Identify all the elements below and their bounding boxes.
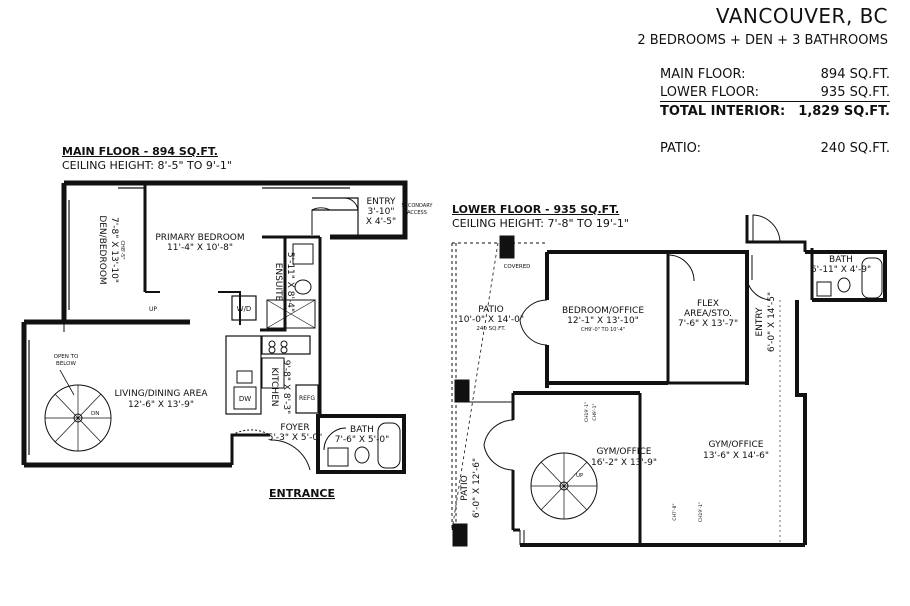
lower-floor-plan [451, 214, 887, 547]
down-label: DN [91, 411, 99, 417]
patio-label: PATIO [478, 305, 504, 315]
foyer-dims: 5'-3" X 5'-0" [268, 433, 323, 443]
below-label: BELOW [56, 361, 76, 367]
main-floor-plan [21, 180, 408, 474]
den-dims: 7'-8" X 13'-10" [109, 217, 119, 283]
kitchen-label: KITCHEN [269, 368, 279, 407]
area-label: PATIO: [660, 141, 702, 156]
area-value: 935 SQ.FT. [820, 85, 890, 100]
kitchen-dims: 9'-8" X 8'-3" [281, 360, 291, 415]
entry-label: ENTRY [366, 197, 396, 207]
access-label: ACCESS [407, 210, 427, 216]
up-label: UP [149, 306, 157, 313]
unit-summary: 2 BEDROOMS + DEN + 3 BATHROOMS [637, 33, 888, 48]
fridge-label: REFG [299, 395, 315, 402]
lower-bath-label: BATH [829, 255, 853, 265]
washer-dryer-label: W/D [237, 305, 252, 313]
bath-dims: 7'-6" X 5'-0" [335, 435, 390, 445]
main-floor-ceiling: CEILING HEIGHT: 8'-5" TO 9'-1" [62, 159, 232, 172]
lower-entry-dims: 6'-0" X 14'-5" [767, 292, 777, 352]
den-label: DEN/BEDROOM [97, 215, 107, 284]
patio-area: 240 SQ.FT. [476, 326, 506, 332]
covered-label: COVERED [504, 264, 531, 270]
ensuite-dims: 5'-11" X 8'-4" [285, 252, 295, 312]
lower-floor-title: LOWER FLOOR - 935 SQ.FT. [452, 203, 620, 216]
flex-label: FLEX [697, 299, 719, 309]
primary-bedroom-label: PRIMARY BEDROOM [155, 233, 244, 243]
secondary-label: SECONDARY [402, 203, 434, 209]
area-row-main: MAIN FLOOR: 894 SQ.FT. [660, 67, 890, 82]
entry-dims-1: 3'-10" [367, 207, 394, 217]
ceiling-note-1: CH19'-1" [584, 402, 590, 422]
dishwasher-label: DW [239, 395, 251, 403]
lower-floor-ceiling: CEILING HEIGHT: 7'-8" TO 19'-1" [452, 217, 629, 230]
patio-2-dims: 6'-0" X 12'-6" [472, 458, 482, 518]
lower-bath-dims: 6'-11" X 4'-9" [811, 265, 871, 275]
area-value: 1,829 SQ.FT. [798, 104, 890, 119]
bath-label: BATH [350, 425, 374, 435]
stair-up-label: UP [576, 473, 584, 479]
primary-bedroom-dims: 11'-4" X 10'-8" [167, 243, 233, 253]
gym-office-1-label: GYM/OFFICE [597, 447, 652, 457]
flex-area-label: AREA/STO. [684, 309, 732, 319]
gym-office-2-dims: 13'-6" X 14'-6" [703, 451, 769, 461]
living-dims: 12'-6" X 13'-9" [128, 400, 194, 410]
area-row-patio: PATIO: 240 SQ.FT. [660, 141, 890, 156]
entrance-label: ENTRANCE [269, 487, 335, 500]
area-value: 894 SQ.FT. [820, 67, 890, 82]
patio-dims: 10'-0" X 14'-0" [458, 315, 524, 325]
open-to-label: OPEN TO [54, 354, 79, 360]
area-label: TOTAL INTERIOR: [660, 104, 786, 119]
area-row-total: TOTAL INTERIOR: 1,829 SQ.FT. [660, 104, 890, 119]
area-value: 240 SQ.FT. [820, 141, 890, 156]
ceiling-note-3: CH7'-8" [672, 503, 678, 520]
entry-dims-2: X 4'-5" [366, 217, 396, 227]
patio-2-label: PATIO [460, 475, 470, 501]
main-floor-title: MAIN FLOOR - 894 SQ.FT. [62, 145, 218, 158]
foyer-label: FOYER [280, 423, 309, 433]
bedroom-office-dims: 12'-1" X 13'-10" [567, 316, 639, 326]
main-floor-labels: DEN/BEDROOM 7'-8" X 13'-10" CH8'-5" PRIM… [54, 197, 434, 500]
area-label: MAIN FLOOR: [660, 67, 746, 82]
bedroom-office-ceiling: CH9'-0" TO 10'-4" [581, 327, 625, 333]
area-label: LOWER FLOOR: [660, 85, 759, 100]
city-title: VANCOUVER, BC [715, 4, 888, 28]
den-ceiling: CH8'-5" [119, 240, 125, 259]
bedroom-office-label: BEDROOM/OFFICE [562, 306, 644, 316]
ensuite-label: ENSUITE [273, 263, 283, 302]
gym-office-2-label: GYM/OFFICE [709, 440, 764, 450]
ceiling-note-2: CH9'-1" [592, 403, 598, 420]
living-label: LIVING/DINING AREA [114, 389, 208, 399]
gym-office-1-dims: 16'-2" X 13'-9" [591, 458, 657, 468]
lower-entry-label: ENTRY [755, 307, 765, 337]
flex-dims: 7'-6" X 13'-7" [678, 319, 738, 329]
ceiling-note-4: CH19'-1" [698, 502, 704, 522]
area-row-lower: LOWER FLOOR: 935 SQ.FT. [660, 85, 890, 102]
lower-floor-labels: COVERED PATIO 10'-0" X 14'-0" 240 SQ.FT.… [458, 255, 871, 522]
